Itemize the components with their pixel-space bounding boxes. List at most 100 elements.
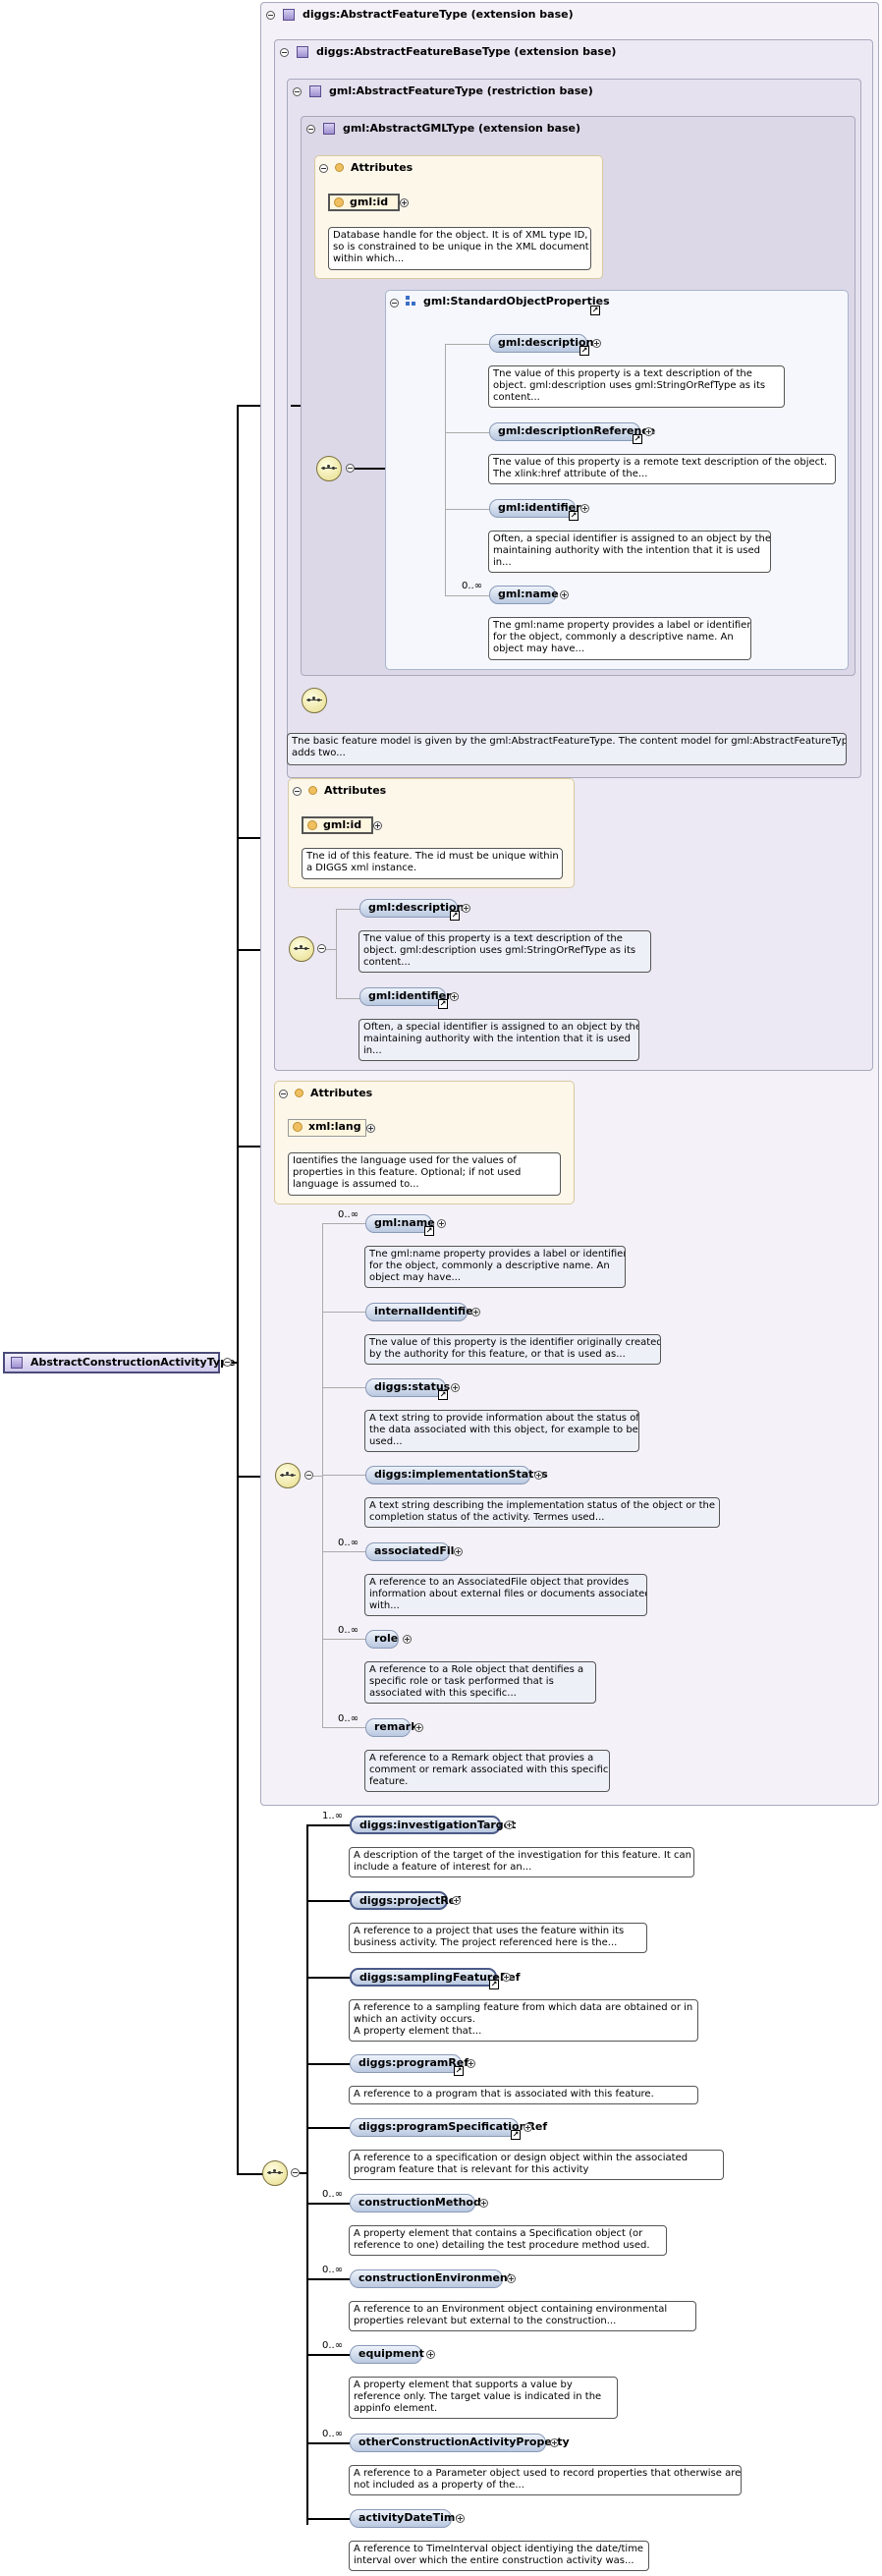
element-doc: A reference to an Environment object con…: [349, 2301, 696, 2331]
reference-icon[interactable]: ↗: [579, 346, 589, 356]
element-diggs-implementationstatus[interactable]: diggs:implementationStatus: [365, 1466, 548, 1484]
collapse-icon[interactable]: [304, 1471, 313, 1480]
expand-icon[interactable]: [502, 1973, 511, 1982]
element-otherconstructionactivityproperty[interactable]: otherConstructionActivityProperty: [350, 2434, 570, 2452]
element-diggs-projectref[interactable]: diggs:projectRef: [350, 1891, 461, 1910]
element-doc: A reference to a Remark object that prov…: [364, 1750, 610, 1792]
connector: [306, 1977, 350, 1979]
expand-icon[interactable]: [426, 2350, 435, 2359]
expand-icon[interactable]: [452, 1896, 461, 1905]
element-doc: The value of this property is a text des…: [488, 365, 785, 408]
element-equipment[interactable]: equipment: [350, 2345, 424, 2364]
reference-icon[interactable]: ↗: [438, 999, 448, 1009]
expand-icon[interactable]: [403, 1635, 412, 1644]
connector: [326, 949, 336, 950]
expand-icon[interactable]: [462, 904, 470, 913]
collapse-icon[interactable]: [279, 1090, 288, 1098]
attribute-name: gml:id: [323, 818, 362, 831]
cardinality: 0..∞: [462, 581, 483, 591]
expand-icon[interactable]: [534, 1471, 543, 1480]
collapse-icon[interactable]: [390, 299, 399, 308]
element-gml-identifier[interactable]: gml:identifier: [489, 499, 581, 518]
element-diggs-programspecificationref[interactable]: diggs:programSpecificationRef: [350, 2118, 547, 2137]
expand-icon[interactable]: [373, 821, 382, 830]
complex-type-icon: [283, 9, 295, 21]
collapse-icon[interactable]: [317, 944, 326, 953]
collapse-icon[interactable]: [266, 11, 275, 20]
reference-icon[interactable]: ↗: [489, 1980, 499, 1989]
element-diggs-status[interactable]: diggs:status: [365, 1378, 450, 1397]
expand-icon[interactable]: [592, 339, 601, 348]
expand-icon[interactable]: [450, 992, 459, 1001]
connector: [313, 1476, 322, 1477]
reference-icon[interactable]: ↗: [633, 434, 642, 444]
element-internalidentifier[interactable]: internalIdentifier: [365, 1303, 478, 1321]
root-element[interactable]: AbstractConstructionActivityType: [3, 1352, 235, 1373]
reference-icon[interactable]: ↗: [569, 511, 579, 521]
element-constructionmethod[interactable]: constructionMethod: [350, 2194, 481, 2212]
attribute-gml-id[interactable]: gml:id: [328, 194, 400, 211]
expand-icon[interactable]: [400, 198, 409, 207]
cardinality: 0..∞: [338, 1538, 359, 1548]
expand-icon[interactable]: [414, 1723, 423, 1732]
attribute-xml-lang[interactable]: xml:lang: [288, 1119, 366, 1137]
collapse-icon[interactable]: [291, 2168, 300, 2177]
expand-icon[interactable]: [550, 2438, 559, 2447]
element-activitydatetime[interactable]: activityDateTime: [350, 2509, 463, 2528]
expand-icon[interactable]: [456, 2514, 465, 2523]
element-doc: A text string to provide information abo…: [364, 1410, 639, 1452]
element-remark[interactable]: remark: [365, 1718, 418, 1737]
expand-icon[interactable]: [437, 1219, 446, 1228]
expand-icon[interactable]: [507, 2274, 516, 2283]
group-icon: [406, 296, 417, 308]
element-diggs-programref[interactable]: diggs:programRef: [350, 2054, 469, 2073]
collapse-icon[interactable]: [293, 787, 302, 796]
element-doc: The value of this property is a text des…: [358, 930, 651, 973]
expand-icon[interactable]: [505, 1820, 514, 1829]
element-gml-name[interactable]: gml:name: [489, 586, 559, 604]
sequence-icon: [316, 456, 342, 481]
expand-icon[interactable]: [454, 1547, 463, 1556]
expand-icon[interactable]: [467, 2059, 475, 2068]
collapse-icon[interactable]: [306, 125, 315, 134]
reference-icon[interactable]: ↗: [454, 2066, 464, 2076]
expand-icon[interactable]: [524, 2123, 532, 2132]
root-collapse-icon[interactable]: [223, 1358, 232, 1367]
collapse-icon[interactable]: [293, 87, 302, 96]
element-role[interactable]: role: [365, 1630, 399, 1649]
sequence-icon: [289, 936, 314, 962]
element-diggs-samplingfeatureref[interactable]: diggs:samplingFeatureRef: [350, 1968, 521, 1987]
collapse-icon[interactable]: [319, 164, 328, 173]
reference-icon[interactable]: ↗: [511, 2130, 521, 2140]
reference-icon[interactable]: ↗: [590, 306, 600, 315]
expand-icon[interactable]: [644, 427, 653, 436]
expand-icon[interactable]: [580, 504, 589, 513]
root-sequence-bus: [237, 405, 239, 2175]
expand-icon[interactable]: [479, 2199, 488, 2208]
element-gml-description[interactable]: gml:description: [489, 334, 593, 353]
element-associatedfile[interactable]: associatedFile: [365, 1542, 462, 1561]
attribute-gml-id[interactable]: gml:id: [302, 816, 373, 834]
reference-icon[interactable]: ↗: [424, 1226, 434, 1236]
element-diggs-investigationtarget[interactable]: diggs:investigationTarget: [350, 1816, 516, 1834]
element-gml-identifier[interactable]: gml:identifier: [359, 987, 452, 1006]
frame-title: diggs:AbstractFeatureType (extension bas…: [303, 8, 574, 21]
element-constructionenvironment[interactable]: constructionEnvironment: [350, 2269, 513, 2288]
reference-icon[interactable]: ↗: [450, 911, 460, 921]
collapse-icon[interactable]: [346, 464, 355, 473]
expand-icon[interactable]: [560, 590, 569, 599]
connector: [445, 432, 489, 433]
feature-model-doc: The basic feature model is given by the …: [287, 733, 847, 765]
expand-icon[interactable]: [366, 1124, 375, 1133]
reference-icon[interactable]: ↗: [438, 1390, 448, 1400]
expand-icon[interactable]: [451, 1383, 460, 1392]
connector: [445, 344, 489, 345]
connector: [336, 909, 360, 910]
element-gml-description[interactable]: gml:description: [359, 899, 464, 918]
collapse-icon[interactable]: [280, 48, 289, 57]
expand-icon[interactable]: [471, 1308, 480, 1316]
attribute-name: gml:id: [350, 196, 389, 208]
element-gml-description-reference[interactable]: gml:descriptionReference: [489, 422, 655, 441]
element-doc: A reference to an AssociatedFile object …: [364, 1574, 647, 1616]
element-gml-name[interactable]: gml:name: [365, 1214, 435, 1233]
